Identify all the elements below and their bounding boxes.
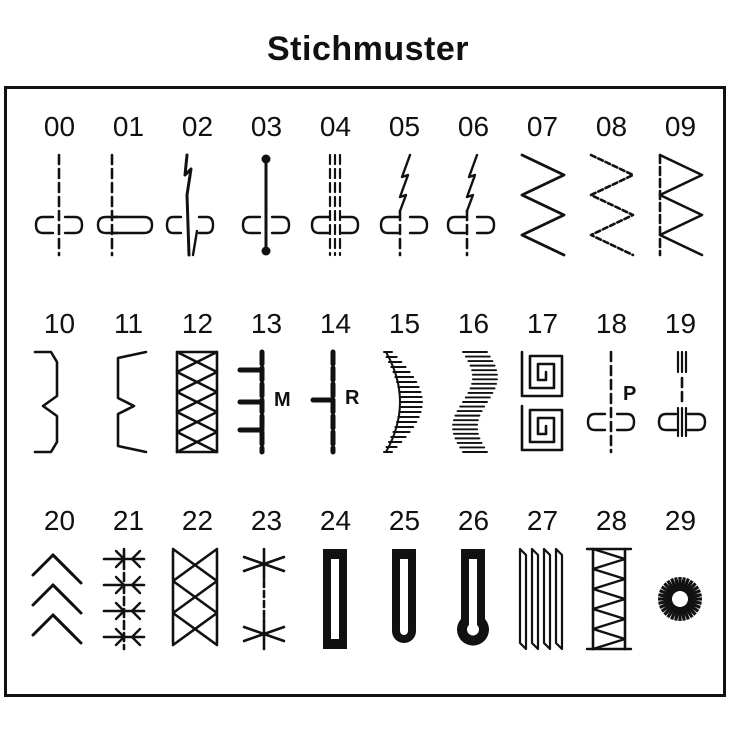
stitch-number: 05	[388, 111, 421, 142]
stitch-number: 10	[43, 308, 76, 339]
stitch-number: 07	[526, 111, 559, 142]
stretch-blind-hem-icon	[96, 344, 161, 464]
overcast-stitch-icon	[579, 541, 644, 661]
stitch-number: 14	[319, 308, 352, 339]
lightning-stitch-left-icon	[441, 147, 506, 267]
bar-tack-r-icon: R	[303, 344, 368, 464]
triple-zigzag-icon	[648, 147, 713, 267]
stitch-pattern-27: 27	[508, 483, 577, 679]
stitch-pattern-00: 00	[25, 89, 94, 285]
three-step-zigzag-icon	[579, 147, 644, 267]
stitch-number: 19	[664, 308, 697, 339]
stitch-pattern-24: 24	[301, 483, 370, 679]
stitch-number: 12	[181, 308, 214, 339]
stitch-pattern-15: 15	[370, 286, 439, 482]
stitch-number: 20	[43, 505, 76, 536]
stitch-pattern-29: 29	[646, 483, 715, 679]
stitch-pattern-14: 14 R	[301, 286, 370, 482]
stitch-pattern-21: 21	[94, 483, 163, 679]
stitch-number: 09	[664, 111, 697, 142]
stitch-letter: M	[274, 389, 291, 411]
stitch-number: 00	[43, 111, 76, 142]
straight-stitch-center-icon	[27, 147, 92, 267]
stitch-pattern-10: 10	[25, 286, 94, 482]
stitch-pattern-16: 16	[439, 286, 508, 482]
stitch-number: 22	[181, 505, 214, 536]
stitch-pattern-17: 17	[508, 286, 577, 482]
stitch-pattern-02: 02	[163, 89, 232, 285]
stitch-number: 26	[457, 505, 490, 536]
stitch-number: 16	[457, 308, 490, 339]
buttonhole-round-icon	[372, 541, 437, 661]
patch-stitch-icon: P	[579, 344, 644, 464]
stitch-letter: R	[345, 387, 360, 409]
buttonhole-square-icon	[303, 541, 368, 661]
stitch-pattern-19: 19	[646, 286, 715, 482]
stitch-pattern-13: 13 M	[232, 286, 301, 482]
stitch-pattern-01: 01	[94, 89, 163, 285]
crescent-stitch-icon	[372, 344, 437, 464]
stitch-number: 13	[250, 308, 283, 339]
feather-stitch-icon	[27, 541, 92, 661]
stitch-pattern-05: 05	[370, 89, 439, 285]
stitch-number: 03	[250, 111, 283, 142]
stitch-pattern-18: 18 P	[577, 286, 646, 482]
quilting-stitch-icon	[648, 344, 713, 464]
stitch-number: 04	[319, 111, 352, 142]
stitch-number: 08	[595, 111, 628, 142]
stitch-number: 27	[526, 505, 559, 536]
stitch-pattern-07: 07	[508, 89, 577, 285]
bar-tack-stitch-icon	[234, 147, 299, 267]
stitch-pattern-20: 20	[25, 483, 94, 679]
star-stitch-icon	[234, 541, 299, 661]
stitch-pattern-06: 06	[439, 89, 508, 285]
page-title: Stichmuster	[267, 30, 469, 68]
stitch-number: 02	[181, 111, 214, 142]
stitch-pattern-28: 28	[577, 483, 646, 679]
stitch-number: 29	[664, 505, 697, 536]
stitch-pattern-22: 22	[163, 483, 232, 679]
bar-tack-m-icon: M	[234, 344, 299, 464]
greek-key-stitch-icon	[510, 344, 575, 464]
stitch-number: 17	[526, 308, 559, 339]
stitch-number: 18	[595, 308, 628, 339]
zigzag-stitch-icon	[510, 147, 575, 267]
stitch-number: 24	[319, 505, 352, 536]
lightning-stitch-icon	[372, 147, 437, 267]
stitch-pattern-25: 25	[370, 483, 439, 679]
triple-stretch-parallel-icon	[510, 541, 575, 661]
herringbone-stitch-icon	[165, 541, 230, 661]
stitch-pattern-04: 04	[301, 89, 370, 285]
stitch-pattern-08: 08	[577, 89, 646, 285]
straight-stitch-left-icon	[96, 147, 161, 267]
stretch-triple-stitch-icon	[303, 147, 368, 267]
satin-wave-stitch-icon	[441, 344, 506, 464]
stitch-number: 11	[113, 308, 144, 339]
stitch-pattern-23: 23	[232, 483, 301, 679]
blind-hem-stitch-icon	[27, 344, 92, 464]
stitch-pattern-11: 11	[94, 286, 163, 482]
stitch-letter: P	[623, 383, 636, 405]
keyhole-buttonhole-icon	[441, 541, 506, 661]
stitch-pattern-26: 26	[439, 483, 508, 679]
stitch-pattern-12: 12	[163, 286, 232, 482]
stitch-number: 01	[112, 111, 145, 142]
overlock-stitch-icon	[165, 344, 230, 464]
triple-straight-stitch-icon	[165, 147, 230, 267]
stitch-number: 25	[388, 505, 421, 536]
stitch-number: 28	[595, 505, 628, 536]
eyelet-icon	[648, 541, 713, 661]
stitch-pattern-09: 09	[646, 89, 715, 285]
stitch-number: 23	[250, 505, 283, 536]
stitch-number: 21	[112, 505, 145, 536]
stitch-pattern-03: 03	[232, 89, 301, 285]
stitch-number: 15	[388, 308, 421, 339]
stitch-number: 06	[457, 111, 490, 142]
cross-branch-stitch-icon	[96, 541, 161, 661]
